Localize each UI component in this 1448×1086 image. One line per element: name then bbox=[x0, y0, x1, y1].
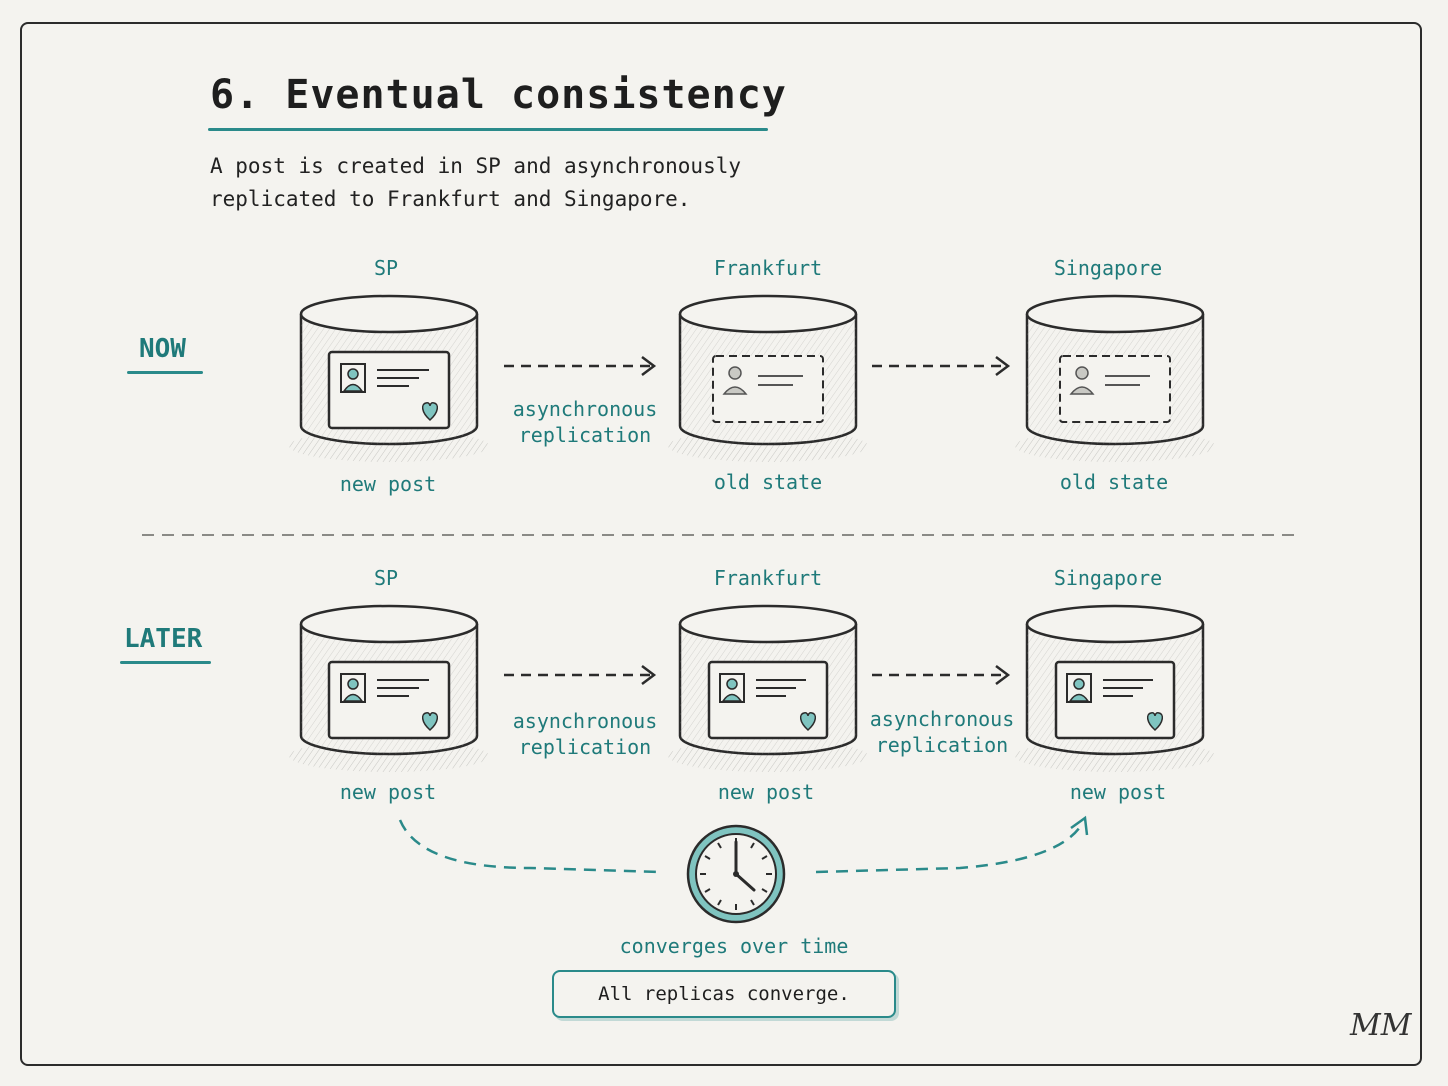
conclusion-box: All replicas converge. bbox=[552, 970, 896, 1018]
node-name-later-singapore: Singapore bbox=[1053, 566, 1163, 590]
arrow-label-later-2-line-2: replication bbox=[875, 733, 1009, 757]
heart-icon bbox=[421, 712, 439, 732]
node-name-later-sp: SP bbox=[373, 566, 399, 590]
arrow-label-later-1: asynchronous replication bbox=[505, 708, 665, 760]
node-state-now-singapore: old state bbox=[1059, 470, 1169, 494]
arrow-label-later-1-line-1: asynchronous bbox=[512, 709, 658, 733]
node-name-later-frankfurt: Frankfurt bbox=[713, 566, 823, 590]
subtitle: A post is created in SP and asynchronous… bbox=[210, 150, 910, 216]
clock-icon bbox=[686, 824, 786, 924]
node-name-now-singapore: Singapore bbox=[1053, 256, 1163, 280]
arrow-right-icon bbox=[504, 356, 657, 376]
database-icon-later-singapore bbox=[1013, 604, 1217, 774]
node-name-now-frankfurt: Frankfurt bbox=[713, 256, 823, 280]
database-icon-now-frankfurt bbox=[666, 294, 870, 464]
arrow-label-later-1-line-2: replication bbox=[518, 735, 652, 759]
arrow-label-now-line-2: replication bbox=[518, 423, 652, 447]
row-label-later: LATER bbox=[124, 624, 203, 654]
database-icon-now-sp bbox=[287, 294, 491, 464]
clock-caption: converges over time bbox=[619, 934, 849, 958]
user-avatar-icon bbox=[1066, 673, 1092, 703]
node-name-now-sp: SP bbox=[373, 256, 399, 280]
node-state-later-singapore: new post bbox=[1069, 780, 1167, 804]
diagram-frame bbox=[20, 22, 1422, 1066]
arrow-label-later-2-line-1: asynchronous bbox=[869, 707, 1015, 731]
signature: MM bbox=[1350, 1008, 1412, 1043]
page-title: 6. Eventual consistency bbox=[210, 72, 787, 118]
arrow-right-icon bbox=[872, 665, 1011, 685]
convergence-curve-left bbox=[398, 819, 663, 874]
row-label-later-underline bbox=[120, 661, 211, 664]
convergence-curve-right bbox=[815, 823, 1084, 874]
title-underline bbox=[208, 128, 768, 131]
node-state-now-sp: new post bbox=[339, 472, 437, 496]
heart-icon bbox=[421, 402, 439, 422]
node-state-later-sp: new post bbox=[339, 780, 437, 804]
user-avatar-icon bbox=[340, 673, 366, 703]
arrow-right-icon bbox=[504, 665, 657, 685]
user-avatar-icon bbox=[1069, 366, 1095, 395]
database-icon-later-sp bbox=[287, 604, 491, 774]
database-icon-now-singapore bbox=[1013, 294, 1217, 464]
arrow-head-icon bbox=[1070, 815, 1089, 836]
arrow-label-now: asynchronous replication bbox=[505, 396, 665, 448]
user-avatar-icon bbox=[340, 363, 366, 393]
subtitle-line-1: A post is created in SP and asynchronous… bbox=[210, 154, 742, 178]
user-avatar-icon bbox=[719, 673, 745, 703]
row-label-now-underline bbox=[127, 371, 203, 374]
heart-icon bbox=[799, 712, 817, 732]
node-state-later-frankfurt: new post bbox=[717, 780, 815, 804]
node-state-now-frankfurt: old state bbox=[713, 470, 823, 494]
subtitle-line-2: replicated to Frankfurt and Singapore. bbox=[210, 187, 691, 211]
row-label-now: NOW bbox=[139, 334, 186, 364]
user-avatar-icon bbox=[722, 366, 748, 395]
database-icon-later-frankfurt bbox=[666, 604, 870, 774]
arrow-label-now-line-1: asynchronous bbox=[512, 397, 658, 421]
heart-icon bbox=[1146, 712, 1164, 732]
arrow-right-icon bbox=[872, 356, 1011, 376]
arrow-label-later-2: asynchronous replication bbox=[862, 706, 1022, 758]
